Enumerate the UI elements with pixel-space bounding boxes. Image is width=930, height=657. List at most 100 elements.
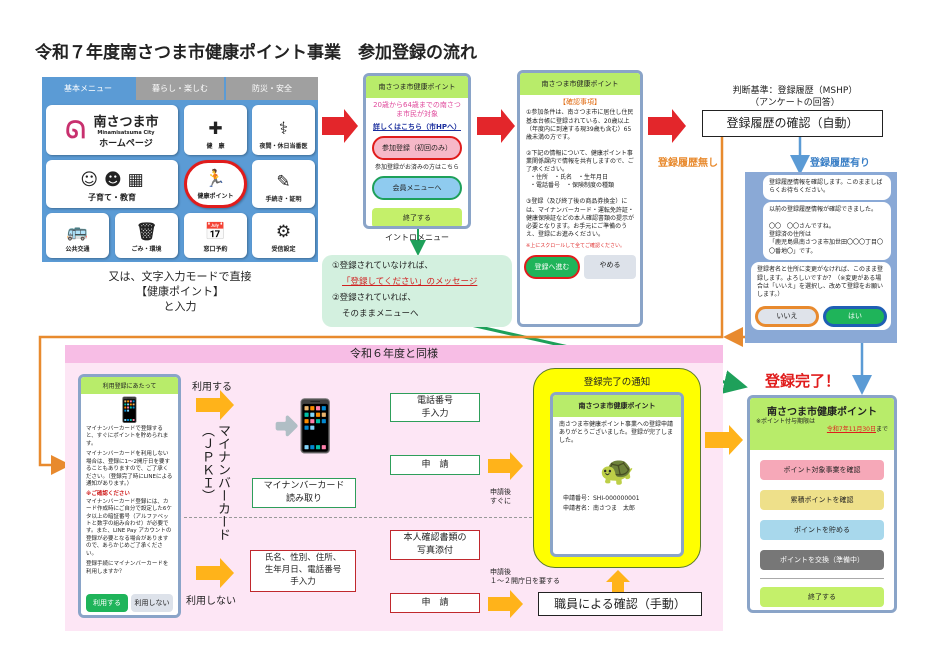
reg-question: 登録手続にマイナンバーカードを利用しますか？	[86, 561, 169, 575]
health-hands-icon: ✚	[208, 119, 223, 139]
application-number: 申請番号：SHI-000000001	[563, 495, 640, 503]
caption-line: 【健康ポイント】	[136, 284, 224, 298]
end-button[interactable]: 終了する	[372, 208, 462, 226]
cancel-button[interactable]: やめる	[584, 254, 636, 279]
tile-childcare[interactable]: ☺ ☻ ▦ 子育て・教育	[46, 160, 178, 208]
no-button[interactable]: いいえ	[755, 305, 819, 328]
family-icon: ☺ ☻ ▦	[80, 170, 144, 190]
notice-message: 南さつま市健康ポイント事業への登録申請ありがとうございました。登録が完了しました…	[559, 421, 674, 445]
tile-label: 夜間・休日当番医	[259, 143, 308, 150]
document-edit-icon: ✎	[276, 172, 291, 192]
runner-icon: 🏃	[204, 169, 227, 189]
exchange-points-button[interactable]: ポイントを交換（準備中）	[760, 550, 884, 570]
tile-reservation[interactable]: 📅窓口予約	[184, 213, 247, 258]
has-history-label: 登録履歴有り	[810, 158, 870, 169]
member-note: 参加登録がお済みの方はこちら	[374, 164, 459, 172]
confirm-p2: ②下記の情報について、健康ポイント事業関係課内で情報を共有しますので、ご了承くだ…	[526, 149, 634, 174]
check-points-button[interactable]: 累積ポイントを確認	[760, 490, 884, 510]
home-name: 南さつま市	[93, 115, 159, 130]
reg-button-row: 利用する 利用しない	[81, 591, 178, 615]
tile-garbage[interactable]: 🗑ごみ・環境	[115, 213, 178, 258]
use-card-button[interactable]: 利用する	[86, 594, 128, 612]
bus-icon: 🚌	[66, 222, 89, 242]
proceed-button[interactable]: 登録へ進む	[524, 254, 580, 279]
no-card-button[interactable]: 利用しない	[131, 594, 173, 612]
stethoscope-icon: ⚕	[278, 119, 289, 139]
menu-divider	[760, 578, 884, 579]
divider-dashed	[184, 517, 532, 518]
menu-caption: 又は、文字入力モードで直接 【健康ポイント】 と入力	[60, 270, 300, 315]
mynumber-vertical-label: マイナンバーカード（ＪＰＫＩ）	[199, 424, 230, 541]
tile-label: 手続き・証明	[265, 196, 302, 203]
note-line: そのままメニューへ	[342, 309, 419, 320]
page-title: 令和７年度南さつま市健康ポイント事業 参加登録の流れ	[35, 43, 477, 63]
city-logo-icon: ᘏ	[65, 116, 86, 144]
member-menu-button[interactable]: 会員メニューへ	[372, 176, 462, 201]
tile-label: 健 康	[206, 143, 225, 150]
screen-header: 南さつま市健康ポイント	[767, 407, 877, 418]
notice-frame: 登録完了の通知 南さつま市健康ポイント 南さつま市健康ポイント事業への登録申請あ…	[533, 368, 701, 568]
tile-label: ごみ・環境	[131, 246, 162, 253]
photo-attach-box: 本人確認書類の 写真添付	[390, 530, 480, 560]
check-events-button[interactable]: ポイント対象事業を確認	[760, 460, 884, 480]
tile-night-doctor[interactable]: ⚕ 夜間・休日当番医	[252, 105, 315, 155]
tab-basic[interactable]: 基本メニュー	[42, 77, 134, 100]
yes-button[interactable]: はい	[823, 305, 887, 328]
confirm-p1: ①参加条件は、南さつま市に居住し住民基本台帳に登録されている、20歳以上（年度内…	[526, 109, 634, 141]
tile-label: 健康ポイント	[197, 193, 234, 200]
period-date: 令和7年11月30日	[826, 426, 876, 434]
note-line: ②登録されていれば、	[332, 293, 416, 304]
applicant-name: 申請者名：南さつま 太郎	[563, 505, 636, 513]
confirm-title: 【確認事項】	[559, 98, 601, 106]
login-note-box: ①登録されていなければ、 「登録してください」のメッセージ ②登録されていれば、…	[322, 255, 512, 327]
orange-arrow-apply	[488, 452, 523, 480]
notice-screen: 南さつま市健康ポイント 南さつま市健康ポイント事業への登録申請ありがとうございま…	[550, 392, 684, 557]
tile-health-point[interactable]: 🏃 健康ポイント	[184, 160, 247, 208]
orange-arrow-nouse	[196, 558, 234, 588]
home-en: Minamisatsuma City	[97, 130, 155, 136]
member-menu-screen: 南さつま市健康ポイント ※ポイント付与期限は 令和7年11月30日まで ポイント…	[747, 395, 897, 613]
tile-label: 受信設定	[271, 246, 296, 253]
tile-health[interactable]: ✚ 健 康	[184, 105, 247, 155]
reg-p2: マイナンバーカードを利用しない場合は、登録に1～2開庁日を要することもありますの…	[86, 451, 173, 487]
reg-warning: ※ご確認ください	[86, 491, 130, 498]
red-arrow-3	[648, 109, 686, 143]
register-button[interactable]: 参加登録（初回のみ）	[372, 136, 462, 161]
tile-settings[interactable]: ⚙ 受信設定	[252, 213, 315, 258]
intro-caption: イントロメニュー	[385, 233, 449, 242]
mascot-turtle-icon: 🐢	[599, 454, 635, 488]
home-sub: ホームページ	[99, 139, 153, 149]
registration-screen: 利用登録にあたって 📱 マイナンバーカードで登録すると、すぐにポイントを貯められ…	[78, 374, 181, 618]
tile-procedures[interactable]: ✎ 手続き・証明	[252, 160, 315, 208]
chat-bubble: 登録履歴情報を確認します。このまましばらくお待ちください。	[763, 175, 891, 200]
red-arrow-1	[322, 109, 358, 143]
screen-header: 南さつま市健康ポイント	[553, 395, 681, 417]
tab-safety[interactable]: 防災・安全	[226, 77, 318, 100]
gear-icon: ⚙	[275, 222, 292, 242]
question-text: 登録者名と住所に変更がなければ、このまま登録します。よろしいですか？（※変更があ…	[757, 266, 884, 299]
notice-title: 登録完了の通知	[583, 377, 651, 388]
note-line-message: 「登録してください」のメッセージ	[342, 277, 478, 288]
apply-box-card: 申 請	[390, 455, 480, 475]
tile-transport[interactable]: 🚌公共交通	[46, 213, 109, 258]
reg-p3: マイナンバーカード登録には、カード作成時にご自分で設定した6ケタ以上の暗証番号（…	[86, 498, 172, 557]
apply-box-manual: 申 請	[390, 593, 480, 613]
criteria-line: 判断基準：登録履歴（MSHP）	[732, 86, 858, 96]
staff-check-box: 職員による確認（手動）	[538, 592, 702, 616]
details-link[interactable]: 詳しくはこちら（市HPへ）	[373, 122, 461, 131]
orange-flow-no-history	[38, 137, 724, 475]
orange-arrow-use	[196, 390, 234, 420]
note-line: ①登録されていなければ、	[332, 261, 433, 271]
tile-label: 子育て・教育	[88, 193, 136, 202]
end-button[interactable]: 終了する	[760, 587, 884, 607]
tab-life[interactable]: 暮らし・楽しむ	[136, 77, 224, 100]
period-until: まで	[875, 426, 888, 434]
earn-points-button[interactable]: ポイントを貯める	[760, 520, 884, 540]
tile-label: 窓口予約	[203, 246, 228, 253]
immediate-label: 申請後 すぐに	[490, 488, 511, 506]
registration-complete-label: 登録完了！	[765, 372, 841, 390]
chat-bubble: 以前の登録履歴情報が確認できました。 〇〇 〇〇さんですね。 登録済の住所は 「…	[763, 201, 891, 261]
use-label: 利用する	[192, 382, 232, 393]
